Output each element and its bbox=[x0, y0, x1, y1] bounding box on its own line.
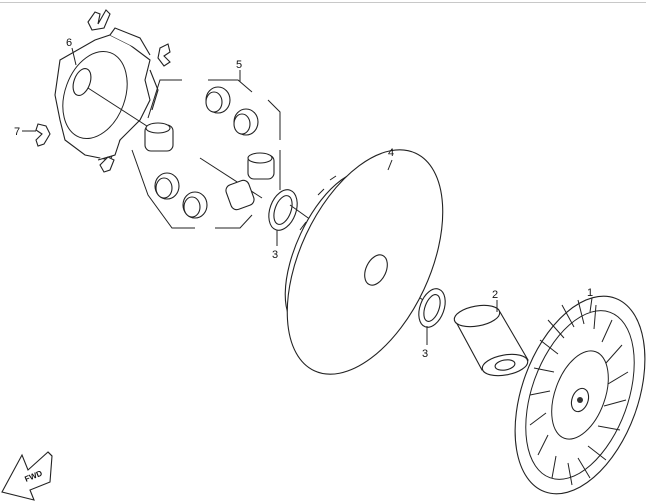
oil-seal-part-3[interactable] bbox=[264, 186, 303, 234]
cam-plate-part-6[interactable] bbox=[51, 27, 159, 161]
oil-seal-part-3-lower[interactable] bbox=[414, 285, 450, 331]
top-border bbox=[0, 2, 646, 3]
label-part-5: 5 bbox=[236, 59, 242, 71]
roller bbox=[144, 86, 275, 219]
label-part-7: 7 bbox=[14, 126, 20, 138]
movable-drive-face-part-4[interactable] bbox=[255, 126, 474, 398]
label-part-6: 6 bbox=[66, 37, 72, 49]
label-part-4: 4 bbox=[388, 147, 394, 159]
slider-clip-part-7[interactable] bbox=[35, 123, 51, 147]
collar-sleeve-part-2[interactable] bbox=[453, 302, 530, 379]
label-part-3-upper: 3 bbox=[272, 249, 278, 261]
forward-direction-arrow-icon: FWD bbox=[1, 451, 53, 501]
weight-roller-set-part-5[interactable] bbox=[131, 79, 281, 229]
label-part-1: 1 bbox=[587, 287, 593, 299]
fixed-drive-face-part-1[interactable] bbox=[490, 278, 646, 502]
slider-clip bbox=[87, 9, 171, 173]
label-part-2: 2 bbox=[492, 289, 498, 301]
label-part-3-lower: 3 bbox=[422, 348, 428, 360]
